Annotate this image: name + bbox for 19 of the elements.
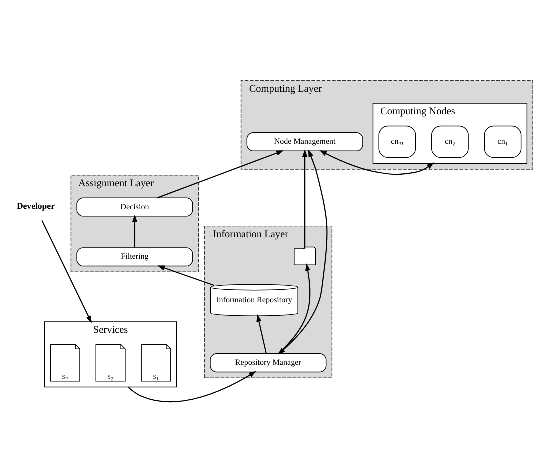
arrow bbox=[302, 149, 308, 248]
node-box: Node Management bbox=[246, 132, 364, 152]
arrow bbox=[157, 150, 284, 198]
arrow bbox=[42, 220, 92, 323]
node-box: Decision bbox=[76, 197, 194, 216]
node-box: Filtering bbox=[76, 247, 194, 266]
arrow bbox=[132, 214, 138, 248]
node-box: cn₁ bbox=[484, 125, 522, 158]
arrow bbox=[158, 265, 215, 286]
node-box: Repository Manager bbox=[210, 353, 327, 372]
arrow bbox=[278, 149, 328, 354]
arrow bbox=[320, 150, 434, 175]
node-folder bbox=[294, 246, 316, 266]
arrow bbox=[278, 263, 311, 354]
node-text: Developer bbox=[16, 200, 55, 210]
node-box: cn₂ bbox=[432, 125, 469, 158]
node-box: cnₘ bbox=[378, 125, 416, 158]
arrow bbox=[256, 314, 267, 354]
arrow bbox=[128, 370, 256, 402]
